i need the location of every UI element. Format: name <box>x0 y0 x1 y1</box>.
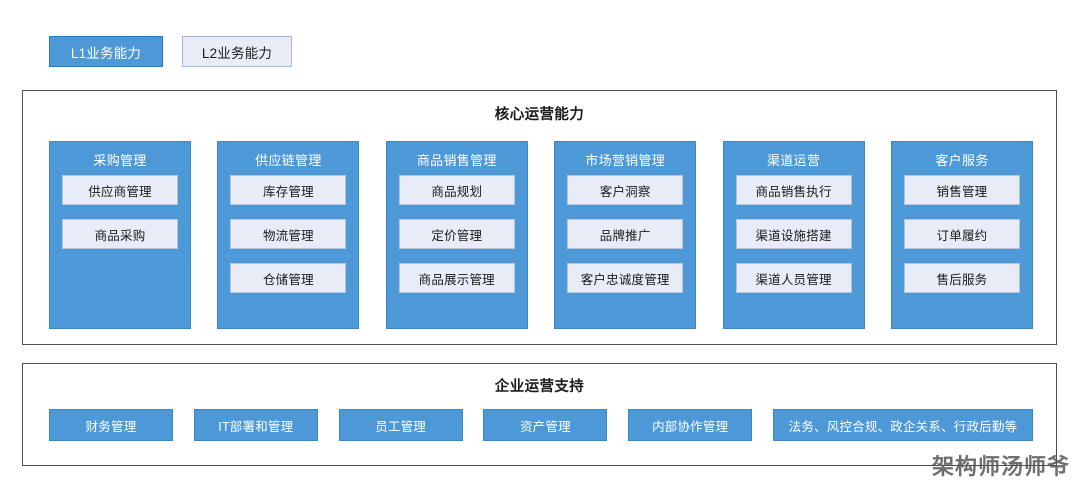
core-sub-item[interactable]: 物流管理 <box>230 219 347 249</box>
core-sub-item[interactable]: 渠道人员管理 <box>735 263 852 293</box>
core-sub-item[interactable]: 售后服务 <box>903 263 1020 293</box>
core-sub-item[interactable]: 仓储管理 <box>230 263 347 293</box>
core-column[interactable]: 采购管理供应商管理商品采购 <box>49 141 191 329</box>
core-sub-item[interactable]: 定价管理 <box>398 219 515 249</box>
core-panel-title: 核心运营能力 <box>494 107 585 123</box>
legend-l2-label: L2业务能力 <box>201 45 273 61</box>
core-column-items: 供应商管理商品采购 <box>50 175 190 249</box>
core-column-title: 渠道运营 <box>766 153 821 168</box>
support-item[interactable]: 内部协作管理 <box>628 409 753 441</box>
core-column-items: 商品规划定价管理商品展示管理 <box>387 175 527 293</box>
support-item[interactable]: 法务、风控合规、政企关系、行政后勤等 <box>772 409 1033 441</box>
core-sub-item[interactable]: 订单履约 <box>903 219 1020 249</box>
core-column-items: 库存管理物流管理仓储管理 <box>218 175 358 293</box>
support-capability-panel: 企业运营支持 财务管理 IT部署和管理员工管理资产管理内部协作管理法务、风控合规、… <box>22 363 1057 466</box>
core-sub-item[interactable]: 客户忠诚度管理 <box>567 263 684 293</box>
core-column[interactable]: 供应链管理库存管理物流管理仓储管理 <box>217 141 360 329</box>
legend-l1-label: L1业务能力 <box>70 45 142 61</box>
core-columns: 采购管理供应商管理商品采购供应链管理库存管理物流管理仓储管理商品销售管理商品规划… <box>49 141 1033 329</box>
support-item[interactable]: 员工管理 <box>338 409 463 441</box>
core-column-items: 客户洞察品牌推广客户忠诚度管理 <box>555 175 695 293</box>
core-sub-item[interactable]: 商品采购 <box>62 219 178 249</box>
core-sub-item[interactable]: 供应商管理 <box>62 175 178 205</box>
legend-l1-box: L1业务能力 <box>49 36 163 67</box>
core-sub-item[interactable]: 商品销售执行 <box>735 175 852 205</box>
support-item[interactable]: 财务管理 <box>49 409 173 441</box>
core-column[interactable]: 市场营销管理客户洞察品牌推广客户忠诚度管理 <box>554 141 697 329</box>
core-column-title: 采购管理 <box>93 153 147 168</box>
core-column-title: 供应链管理 <box>255 153 322 168</box>
core-capability-panel: 核心运营能力 采购管理供应商管理商品采购供应链管理库存管理物流管理仓储管理商品销… <box>22 90 1057 345</box>
support-item[interactable]: 资产管理 <box>483 409 608 441</box>
core-sub-item[interactable]: 库存管理 <box>230 175 347 205</box>
core-column-items: 商品销售执行渠道设施搭建渠道人员管理 <box>724 175 864 293</box>
core-column-title: 客户服务 <box>935 153 989 168</box>
support-items-row: 财务管理 IT部署和管理员工管理资产管理内部协作管理法务、风控合规、政企关系、行政… <box>49 409 1033 441</box>
core-column-items: 销售管理订单履约售后服务 <box>892 175 1032 293</box>
support-panel-title: 企业运营支持 <box>494 379 585 395</box>
core-column[interactable]: 渠道运营商品销售执行渠道设施搭建渠道人员管理 <box>722 141 865 329</box>
core-sub-item[interactable]: 商品展示管理 <box>398 263 515 293</box>
core-column-title: 市场营销管理 <box>585 153 666 168</box>
core-sub-item[interactable]: 渠道设施搭建 <box>735 219 852 249</box>
core-sub-item[interactable]: 销售管理 <box>903 175 1020 205</box>
core-column-title: 商品销售管理 <box>416 153 497 168</box>
support-item[interactable]: IT部署和管理 <box>193 409 318 441</box>
core-sub-item[interactable]: 客户洞察 <box>567 175 684 205</box>
core-column[interactable]: 客户服务销售管理订单履约售后服务 <box>890 141 1033 329</box>
core-sub-item[interactable]: 商品规划 <box>398 175 515 205</box>
core-column[interactable]: 商品销售管理商品规划定价管理商品展示管理 <box>385 141 528 329</box>
legend-l2-box: L2业务能力 <box>182 36 292 67</box>
core-sub-item[interactable]: 品牌推广 <box>567 219 684 249</box>
watermark: 架构师汤师爷 <box>931 454 1070 480</box>
